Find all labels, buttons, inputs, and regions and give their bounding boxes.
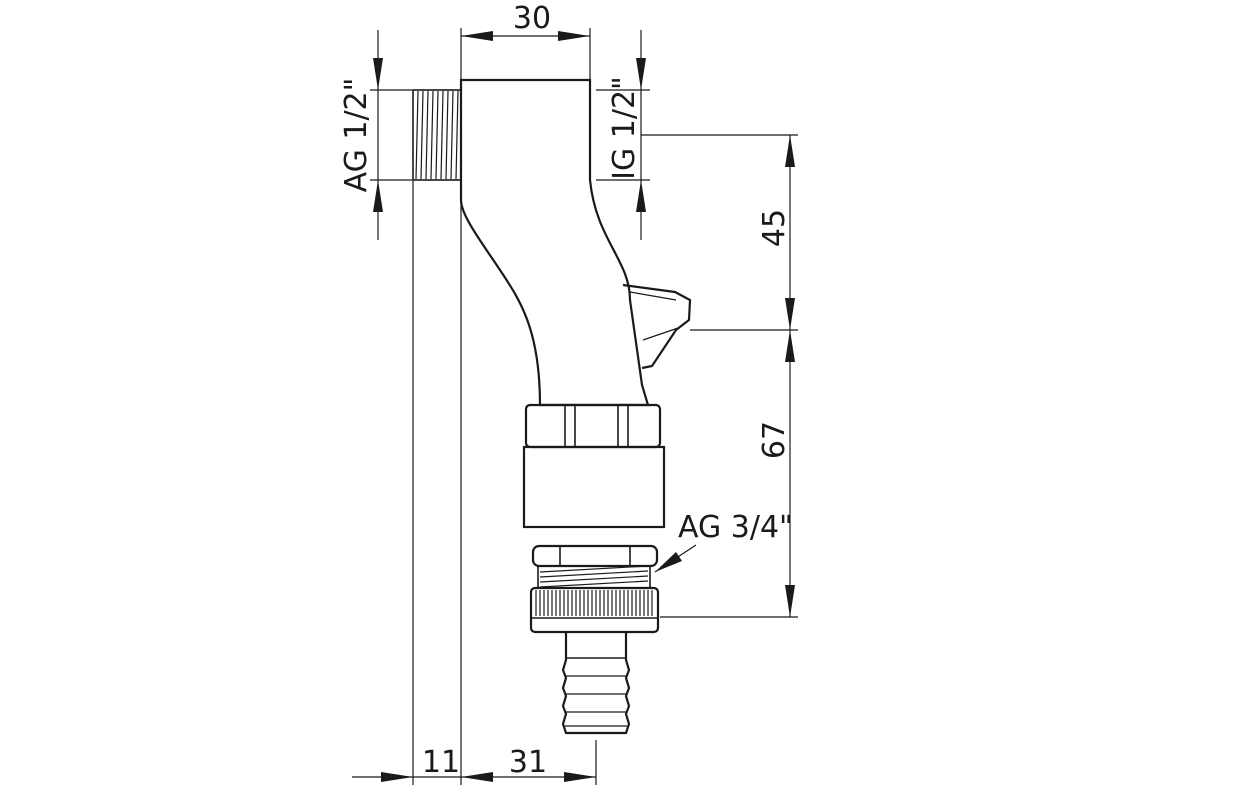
outlet-thread bbox=[537, 565, 651, 589]
lower-hex-nut bbox=[531, 544, 659, 568]
dimension-label-top-width: 30 bbox=[513, 1, 551, 36]
dimension-label-left-thread: AG 1/2" bbox=[339, 78, 374, 193]
knurl-pattern bbox=[535, 590, 653, 616]
upper-hex-nut bbox=[524, 403, 662, 449]
dimension-vertical-chain: 45 67 bbox=[641, 134, 798, 618]
dimension-outlet-thread: AG 3/4" bbox=[654, 510, 793, 573]
dimension-label-upper-height: 45 bbox=[757, 209, 792, 247]
dimension-top-width: 30 bbox=[460, 1, 591, 80]
valve-body bbox=[412, 78, 692, 407]
knurled-ring bbox=[529, 586, 660, 634]
dimension-label-lower-height: 67 bbox=[757, 421, 792, 459]
dimension-label-bottom-right: 31 bbox=[509, 745, 547, 780]
dimension-label-bottom-left: 11 bbox=[422, 745, 460, 780]
dimension-label-outlet-thread: AG 3/4" bbox=[678, 510, 793, 545]
hose-nozzle bbox=[561, 632, 631, 735]
dimension-bottom-chain: 11 31 bbox=[352, 180, 597, 785]
dimension-right-thread: IG 1/2" bbox=[596, 30, 650, 240]
dimension-left-thread: AG 1/2" bbox=[339, 30, 412, 240]
thread-hatching-left bbox=[415, 90, 459, 180]
dimension-label-right-thread: IG 1/2" bbox=[607, 76, 642, 180]
valve-cylinder bbox=[522, 445, 666, 529]
